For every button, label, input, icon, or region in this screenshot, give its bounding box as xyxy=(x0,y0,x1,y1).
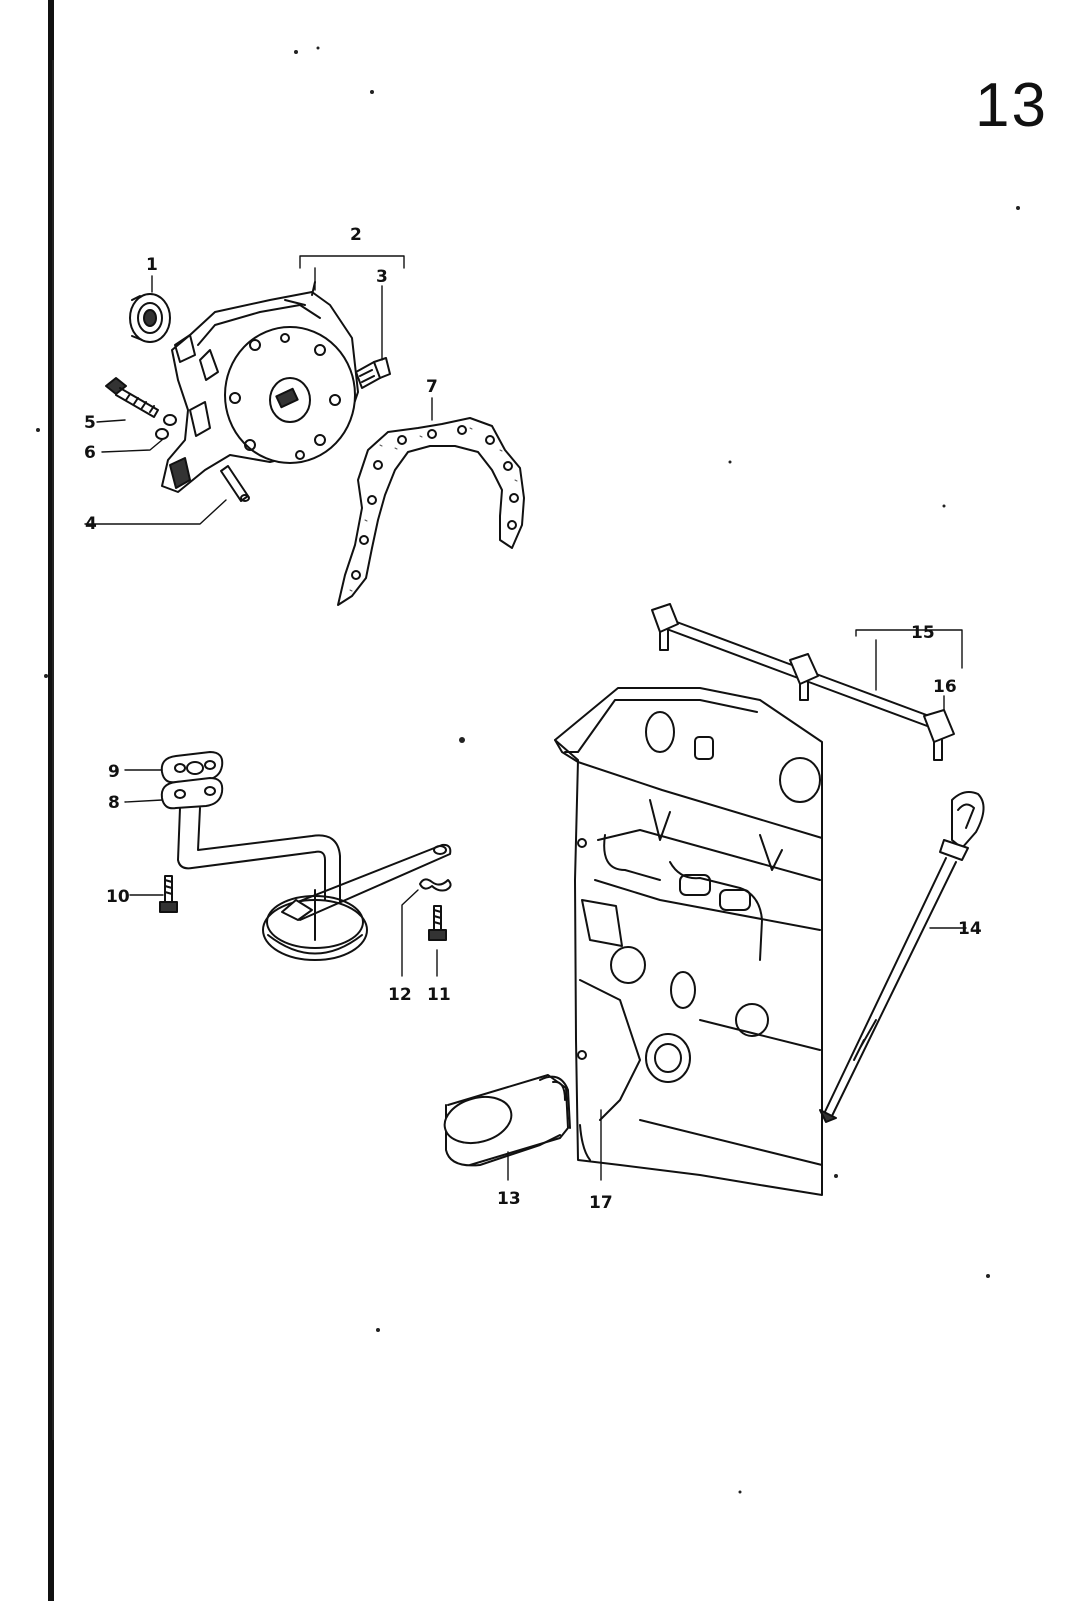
callout-1: 1 xyxy=(146,255,158,275)
binding-edge xyxy=(48,0,54,1601)
part-8-suction-flange xyxy=(160,777,224,810)
part-11-bolt xyxy=(428,905,447,941)
callout-14: 14 xyxy=(958,919,982,939)
callout-4: 4 xyxy=(85,514,97,534)
oil-suction-pipe-strainer xyxy=(177,807,452,961)
part-15-spray-pipe xyxy=(651,603,941,731)
part-16-spray-jet xyxy=(923,709,955,761)
binding-edge-inner xyxy=(52,60,54,1440)
scan-specks xyxy=(36,46,1020,1494)
part-5-bolt xyxy=(105,377,159,418)
callout-8: 8 xyxy=(108,793,120,813)
engine-cylinder-block xyxy=(554,687,823,1196)
page-number: 13 xyxy=(975,71,1048,140)
part-14-dipstick xyxy=(819,791,985,1123)
callout-2: 2 xyxy=(350,225,362,245)
callout-13: 13 xyxy=(497,1189,521,1209)
callout-10: 10 xyxy=(106,887,130,907)
callout-12: 12 xyxy=(388,985,412,1005)
callout-9: 9 xyxy=(108,762,120,782)
callout-6: 6 xyxy=(84,443,96,463)
leader-lines xyxy=(84,255,967,1181)
part-3-plug-screw xyxy=(355,357,391,389)
callout-17: 17 xyxy=(589,1193,613,1213)
callout-15: 15 xyxy=(911,623,935,643)
callout-11: 11 xyxy=(427,985,451,1005)
part-2-oil-pump-housing xyxy=(161,281,359,493)
callout-7: 7 xyxy=(426,377,438,397)
part-6-washer xyxy=(155,414,177,440)
callout-16: 16 xyxy=(933,677,957,697)
part-4-dowel-pin xyxy=(220,465,250,502)
callout-5: 5 xyxy=(84,413,96,433)
part-10-bolt xyxy=(159,875,178,913)
part-7-gasket xyxy=(337,417,525,606)
part-9-flange-gasket xyxy=(160,751,224,784)
part-12-lock-washer xyxy=(419,878,452,892)
part-1-seal-ring xyxy=(129,293,171,343)
callout-3: 3 xyxy=(376,267,388,287)
callout-numbers: 1 2 3 4 5 6 7 8 9 10 11 12 13 14 15 16 1… xyxy=(84,225,982,1213)
part-13-oil-filter xyxy=(443,1074,571,1167)
